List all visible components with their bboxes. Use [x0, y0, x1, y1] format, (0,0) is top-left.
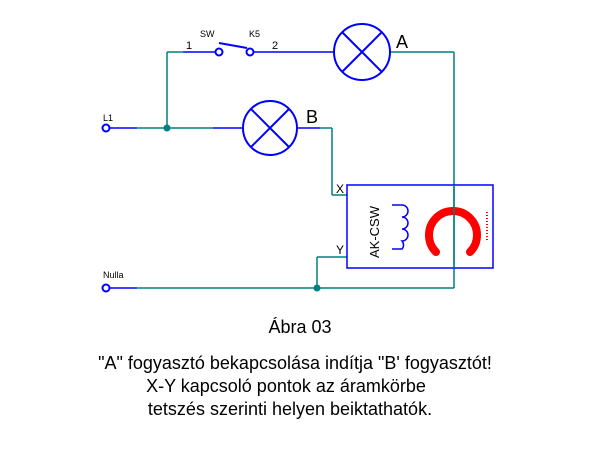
junction-dot — [163, 124, 171, 132]
terminal-l1 — [101, 123, 111, 133]
label-lamp-a: A — [396, 32, 408, 52]
lamp-b — [242, 100, 298, 156]
caption-line-2: X-Y kapcsoló pontok az áramkörbe — [146, 376, 426, 396]
label-sw: SW — [200, 29, 215, 39]
label-x: X — [336, 182, 344, 196]
label-y: Y — [336, 243, 344, 257]
figure-title: Ábra 03 — [268, 317, 332, 337]
terminal-nulla — [101, 283, 111, 293]
label-pin1: 1 — [186, 40, 192, 52]
junction-dot — [313, 284, 321, 292]
indicator-arc-icon — [425, 207, 481, 256]
label-nulla: Nulla — [103, 270, 124, 280]
switch-sw-k5 — [214, 42, 255, 57]
wires — [137, 51, 455, 289]
caption-line-3: tetszés szerinti helyen beiktathatók. — [147, 399, 433, 419]
label-k5: K5 — [249, 29, 260, 39]
label-pin2: 2 — [272, 40, 278, 52]
label-lamp-b: B — [306, 107, 318, 127]
lamp-a — [333, 23, 391, 81]
label-relay: AK-CSW — [367, 205, 382, 258]
caption-line-1: "A" fogyasztó bekapcsolása indítja "B' f… — [98, 353, 492, 373]
relay-box — [346, 184, 494, 269]
coil-icon — [392, 204, 409, 250]
label-l1: L1 — [103, 113, 113, 123]
